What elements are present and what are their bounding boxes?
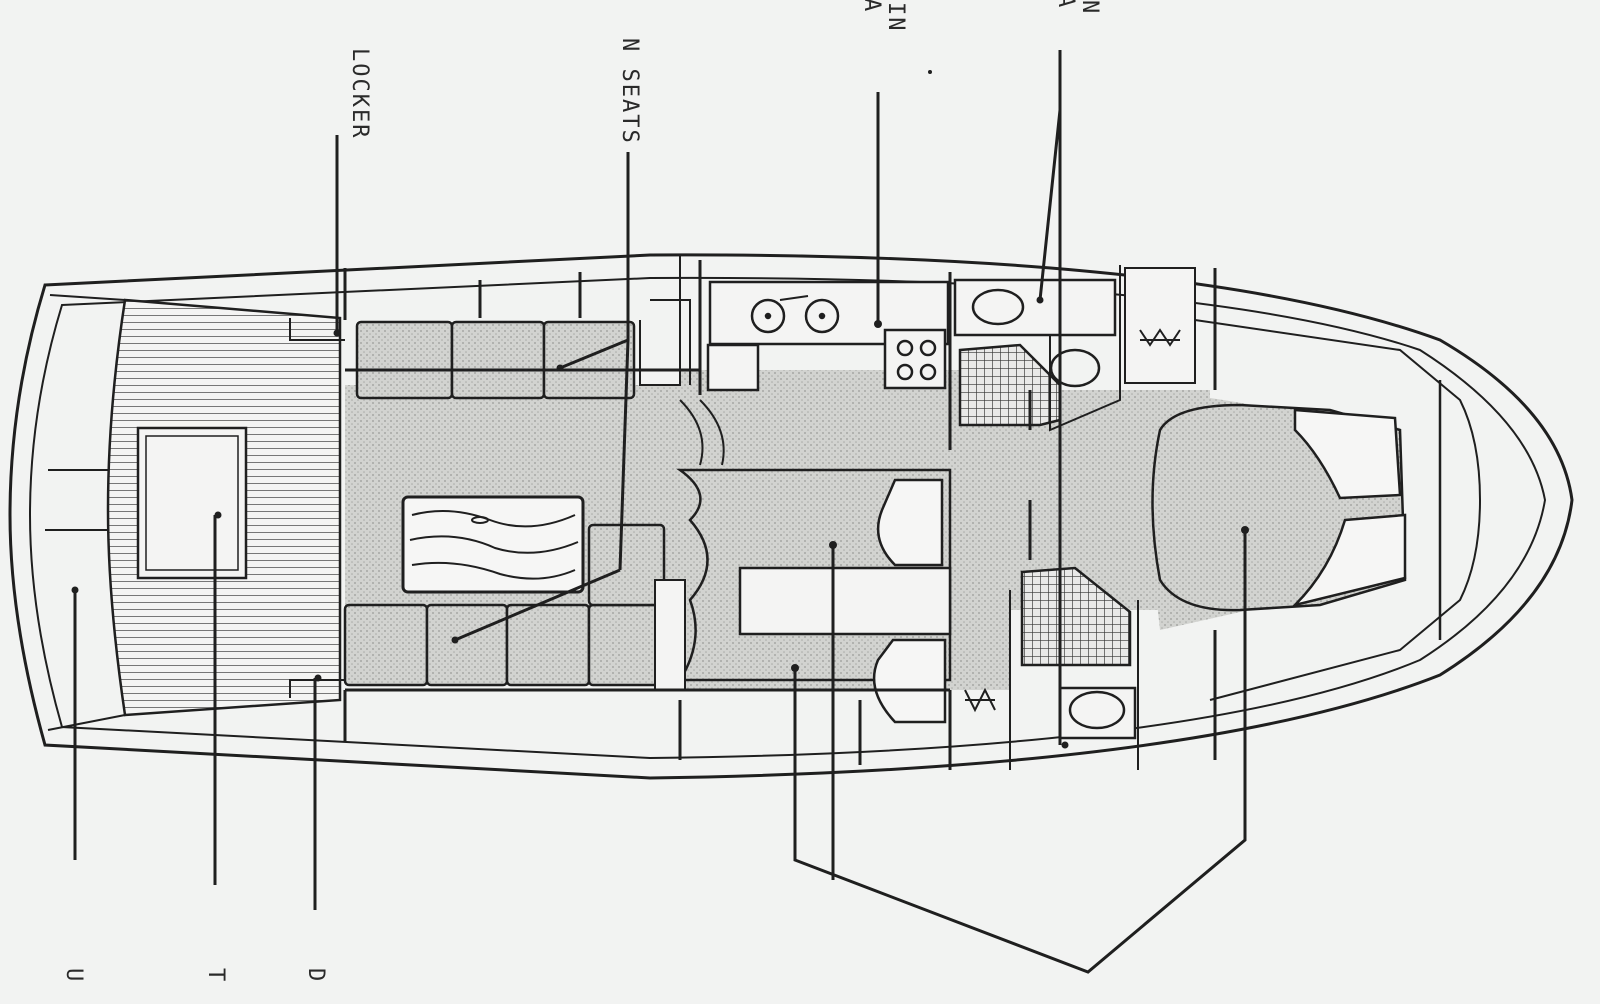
- label-top-mid-2: A: [859, 0, 884, 14]
- fore-cabin: [964, 267, 1482, 713]
- label-bottom-1: U: [61, 968, 86, 984]
- galley: [639, 255, 950, 466]
- toilet-icon: [1049, 348, 1101, 388]
- cushion-icon: [343, 320, 666, 687]
- heads: [953, 265, 1139, 770]
- label-top-mid: IN: [883, 2, 908, 33]
- label-top-right: N: [1077, 0, 1102, 16]
- hatch-icon: [136, 426, 248, 580]
- sink-icon: [971, 288, 1025, 326]
- label-seats: N SEATS: [617, 38, 642, 145]
- table-icon: [401, 495, 585, 594]
- label-top-right-2: A: [1053, 0, 1078, 10]
- shower-tray-icon: [958, 343, 1062, 427]
- label-locker: LOCKER: [347, 48, 372, 140]
- berth: [654, 468, 952, 724]
- leader-lines: [73, 50, 1247, 974]
- label-bottom-3: D: [303, 968, 328, 984]
- hull-outline: [8, 253, 1574, 780]
- hull-inner: [28, 276, 1547, 760]
- shower-tray-icon: [1020, 566, 1132, 667]
- mattress-icon: [872, 478, 947, 724]
- cushion-icon: [1290, 408, 1407, 608]
- hob-icon: [883, 328, 947, 390]
- hanging-locker-icon: [964, 267, 1196, 713]
- label-bottom-2: T: [203, 968, 228, 984]
- cockpit: [45, 294, 345, 731]
- sink-icon: [750, 295, 840, 334]
